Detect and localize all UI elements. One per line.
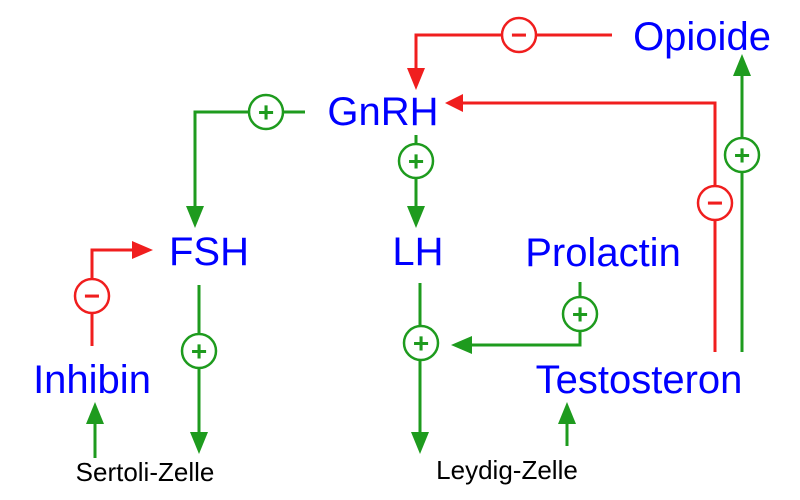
node-leydig-zelle: Leydig-Zelle	[436, 455, 578, 485]
node-prolactin: Prolactin	[525, 231, 681, 275]
minus-sign-opioide-gnrh: −	[500, 16, 538, 54]
arrowhead-opioide-gnrh	[407, 68, 425, 90]
node-testosteron: Testosteron	[536, 358, 743, 402]
node-gnrh: GnRH	[327, 90, 438, 134]
svg-text:+: +	[408, 146, 424, 177]
svg-text:+: +	[734, 140, 750, 171]
plus-sign-prolactin-lh: +	[561, 295, 599, 333]
plus-sign-fsh-sertoli: +	[180, 332, 218, 370]
svg-text:+: +	[413, 328, 429, 359]
svg-text:+: +	[191, 336, 207, 367]
arrowhead-sertoli-inhibin	[86, 402, 104, 424]
svg-text:+: +	[258, 97, 274, 128]
node-fsh: FSH	[169, 230, 249, 274]
node-sertoli-zelle: Sertoli-Zelle	[76, 457, 215, 487]
arrowhead-lh-leydig	[411, 432, 429, 454]
plus-sign-gnrh-fsh: +	[247, 93, 285, 131]
svg-text:−: −	[511, 20, 527, 51]
arrowhead-testosteron-opioide	[733, 54, 751, 76]
arrowhead-fsh-sertoli	[190, 432, 208, 454]
edge-opioide-gnrh	[414, 33, 612, 68]
svg-text:−: −	[707, 188, 723, 219]
node-lh: LH	[392, 230, 443, 274]
arrowhead-leydig-testosteron	[558, 402, 576, 424]
arrowhead-gnrh-fsh	[186, 206, 204, 228]
plus-sign-testosteron-opioide: +	[723, 136, 761, 174]
node-inhibin: Inhibin	[33, 358, 151, 402]
arrowhead-prolactin-lh	[451, 336, 472, 354]
minus-sign-testosteron-gnrh: −	[696, 184, 734, 222]
arrowhead-gnrh-lh	[407, 206, 425, 228]
plus-sign-gnrh-lh: +	[397, 142, 435, 180]
edge-gnrh-fsh	[193, 110, 305, 208]
node-opioide: Opioide	[633, 15, 771, 59]
svg-text:+: +	[572, 299, 588, 330]
minus-sign-inhibin-fsh: −	[73, 277, 111, 315]
plus-sign-lh-leydig: +	[402, 324, 440, 362]
edge-testosteron-gnrh	[463, 101, 717, 352]
svg-text:−: −	[84, 281, 100, 312]
arrowhead-testosteron-gnrh	[445, 94, 463, 112]
arrowhead-inhibin-fsh	[132, 241, 153, 259]
